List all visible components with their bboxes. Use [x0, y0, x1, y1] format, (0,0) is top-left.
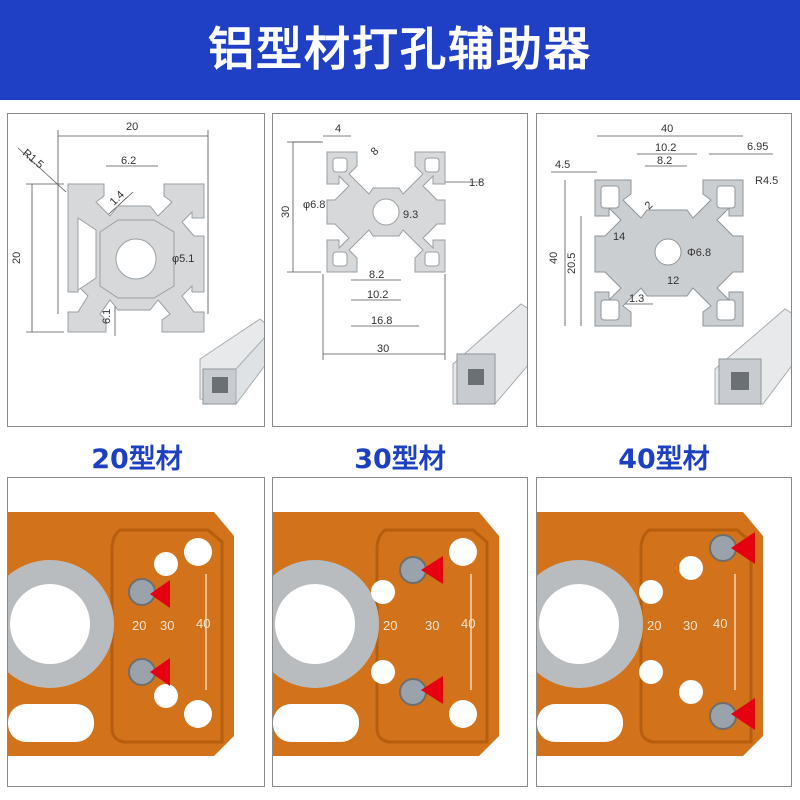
profile-30-caption: 30型材 [354, 444, 446, 475]
dim-20-wall: 1.4 [108, 189, 127, 208]
jig-40-label-30: 30 [683, 618, 697, 633]
dim-20-bore: φ5.1 [172, 253, 194, 265]
profile-40-drawing-panel: 40 10.2 8.2 6.95 4.5 R4.5 2 14 40 20.5 Φ… [536, 113, 792, 427]
jig-30-label-20: 20 [383, 618, 397, 633]
profile-20-photo [199, 318, 264, 406]
jig-30-label-40: 40 [461, 616, 475, 631]
jig-40-label-40: 40 [713, 616, 727, 631]
dim-30-bore: φ6.8 [303, 199, 325, 211]
profile-30-drawing: 4 8 φ6.8 1.8 9.3 30 8.2 10.2 16.8 30 [280, 123, 527, 405]
dim-40-d2: 8.2 [657, 155, 672, 167]
dim-20-depth: 6.1 [101, 309, 113, 324]
jig-40-photo: 20 30 40 [537, 512, 763, 756]
dim-40-corner: R4.5 [755, 175, 778, 187]
jig-30-photo-panel: 20 30 40 [272, 477, 528, 787]
jig-30-photo: 20 30 40 [273, 512, 499, 756]
title-banner [0, 0, 800, 100]
dim-30-s2: 10.2 [367, 289, 388, 301]
profile-20-drawing-panel: 20 20 6.2 R1.5 1.4 φ5.1 6.1 [7, 113, 265, 427]
dim-30-width: 30 [377, 343, 389, 355]
dim-20-corner: R1.5 [20, 147, 46, 171]
jig-20-label-40: 40 [196, 616, 210, 631]
dim-20-width: 20 [126, 121, 138, 133]
dim-30-height: 30 [280, 206, 292, 218]
dim-30-s3: 16.8 [371, 315, 392, 327]
dim-40-h2: 20.5 [566, 253, 578, 274]
profile-20-caption: 20型材 [91, 444, 183, 475]
dim-40-left: 4.5 [555, 159, 570, 171]
profile-40-photo [714, 308, 791, 405]
profile-30-photo [452, 303, 527, 405]
profile-30-drawing-panel: 4 8 φ6.8 1.8 9.3 30 8.2 10.2 16.8 30 [272, 113, 528, 427]
dim-30-s1: 8.2 [369, 269, 384, 281]
dim-30-top: 4 [335, 123, 341, 135]
jig-20-photo: 20 30 40 [8, 512, 234, 756]
dim-40-t: 1.3 [629, 293, 644, 305]
dim-30-inner: 9.3 [403, 209, 418, 221]
profile-20-drawing: 20 20 6.2 R1.5 1.4 φ5.1 6.1 [11, 121, 264, 406]
dim-40-d1: 10.2 [655, 142, 676, 154]
jig-20-label-20: 20 [132, 618, 146, 633]
jig-30-label-30: 30 [425, 618, 439, 633]
dim-40-d3: 6.95 [747, 141, 768, 153]
jig-20-photo-panel: 20 30 40 [7, 477, 265, 787]
dim-30-right: 1.8 [469, 177, 484, 189]
dim-40-bore: Φ6.8 [687, 247, 711, 259]
profile-40-drawing: 40 10.2 8.2 6.95 4.5 R4.5 2 14 40 20.5 Φ… [548, 123, 791, 405]
dim-40-inner: 14 [613, 231, 625, 243]
dim-40-width: 40 [661, 123, 673, 135]
jig-40-photo-panel: 20 30 40 [536, 477, 792, 787]
dim-30-diag: 8 [369, 145, 382, 158]
dim-20-height: 20 [11, 252, 23, 264]
page-title: 铝型材打孔辅助器 [208, 22, 592, 76]
jig-40-label-20: 20 [647, 618, 661, 633]
profile-40-caption: 40型材 [618, 444, 710, 475]
dim-40-height: 40 [548, 252, 560, 264]
dim-40-slot: 12 [667, 275, 679, 287]
dim-20-slot: 6.2 [121, 155, 136, 167]
jig-20-label-30: 30 [160, 618, 174, 633]
